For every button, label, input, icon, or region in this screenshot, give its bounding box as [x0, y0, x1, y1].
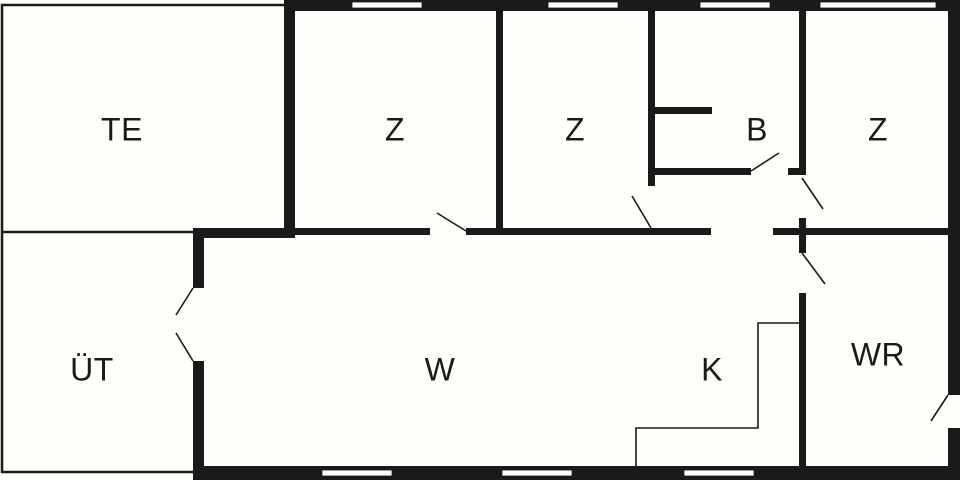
- room-label-w: W: [424, 351, 456, 388]
- walls: [193, 0, 960, 480]
- kitchen-counter: [635, 322, 799, 466]
- room-label-b: B: [746, 111, 768, 148]
- room-label-te: TE: [101, 111, 143, 148]
- terrace-outline: [0, 3, 288, 474]
- door-swings: [175, 152, 949, 422]
- room-label-z1: Z: [384, 111, 406, 148]
- room-label-z2: Z: [564, 111, 586, 148]
- room-label-ut: ÜT: [70, 351, 114, 388]
- windows: [321, 1, 937, 477]
- room-label-z3: Z: [867, 111, 889, 148]
- room-label-wr: WR: [850, 336, 906, 373]
- room-label-k: K: [701, 351, 723, 388]
